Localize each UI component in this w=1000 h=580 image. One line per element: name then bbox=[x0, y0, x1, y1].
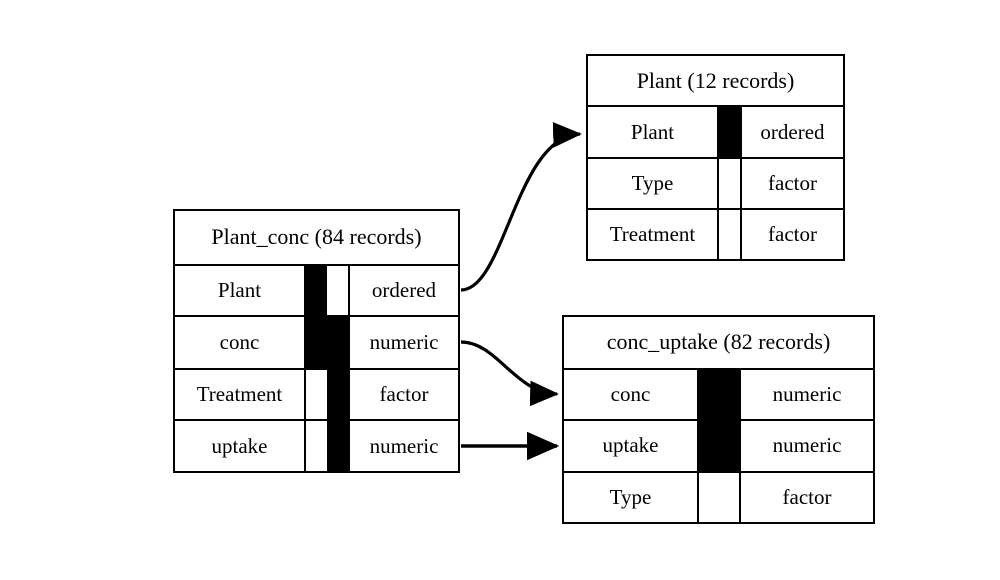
key-strength-bar bbox=[699, 472, 739, 522]
field-type-cell: ordered bbox=[740, 107, 843, 157]
bar-segment bbox=[306, 265, 327, 316]
table-conc-uptake[interactable]: conc_uptake (82 records) conc numeric up… bbox=[562, 315, 875, 524]
table-title-conc-uptake: conc_uptake (82 records) bbox=[564, 317, 873, 370]
bar-segment bbox=[719, 159, 740, 208]
table-row[interactable]: uptake numeric bbox=[175, 421, 458, 471]
key-strength-bar bbox=[306, 369, 348, 420]
table-row[interactable]: Plant ordered bbox=[175, 265, 458, 318]
field-name-cell: Type bbox=[564, 472, 699, 522]
table-row[interactable]: Treatment factor bbox=[588, 210, 843, 259]
field-name-text: Plant bbox=[217, 277, 262, 302]
field-type-cell: numeric bbox=[739, 369, 873, 419]
connector-conc-to-conc bbox=[460, 340, 559, 407]
field-type-text: ordered bbox=[371, 277, 437, 302]
table-row[interactable]: Plant ordered bbox=[588, 107, 843, 159]
table-plant-conc[interactable]: Plant_conc (84 records) Plant ordered co… bbox=[173, 209, 460, 473]
field-name-text: conc bbox=[219, 329, 260, 354]
connector-plant-to-plant bbox=[460, 122, 582, 292]
field-type-cell: factor bbox=[740, 210, 843, 259]
field-name-text: uptake bbox=[602, 433, 659, 458]
field-type-cell: factor bbox=[348, 369, 458, 420]
field-type-cell: numeric bbox=[348, 421, 458, 471]
field-type-text: factor bbox=[768, 222, 817, 246]
field-name-text: Type bbox=[631, 171, 674, 195]
field-type-text: numeric bbox=[369, 433, 439, 458]
field-name-cell: Plant bbox=[175, 265, 306, 316]
table-row[interactable]: Treatment factor bbox=[175, 369, 458, 422]
bar-segment bbox=[327, 421, 348, 471]
bar-segment bbox=[699, 421, 739, 471]
bar-segment bbox=[699, 369, 739, 419]
field-type-text: numeric bbox=[369, 329, 439, 354]
field-type-text: numeric bbox=[772, 433, 842, 458]
key-strength-bar bbox=[699, 421, 739, 471]
field-name-text: uptake bbox=[211, 433, 268, 458]
field-type-cell: factor bbox=[739, 472, 873, 522]
key-strength-bar bbox=[306, 421, 348, 471]
field-type-text: ordered bbox=[760, 119, 825, 144]
field-type-text: factor bbox=[782, 484, 832, 509]
table-title-text: Plant (12 records) bbox=[636, 67, 795, 93]
bar-segment bbox=[306, 421, 327, 471]
bar-segment bbox=[699, 472, 739, 522]
bar-segment bbox=[306, 369, 327, 420]
field-name-text: Treatment bbox=[196, 382, 283, 407]
field-type-text: factor bbox=[768, 171, 817, 195]
key-strength-bar bbox=[306, 317, 348, 368]
field-name-text: conc bbox=[610, 381, 651, 406]
field-type-cell: numeric bbox=[348, 317, 458, 368]
key-strength-bar bbox=[719, 159, 740, 208]
table-plant[interactable]: Plant (12 records) Plant ordered Type fa… bbox=[586, 54, 845, 261]
bar-segment bbox=[719, 210, 740, 259]
key-strength-bar bbox=[719, 107, 740, 157]
table-title-plant: Plant (12 records) bbox=[588, 56, 843, 107]
field-name-cell: conc bbox=[175, 317, 306, 368]
field-type-text: numeric bbox=[772, 381, 842, 406]
bar-segment bbox=[327, 369, 348, 420]
field-name-cell: uptake bbox=[564, 421, 699, 471]
field-name-text: Type bbox=[609, 484, 652, 509]
key-strength-bar bbox=[306, 265, 348, 316]
field-name-cell: Type bbox=[588, 159, 719, 208]
field-type-cell: ordered bbox=[348, 265, 458, 316]
key-strength-bar bbox=[699, 369, 739, 419]
bar-segment bbox=[306, 317, 327, 368]
field-type-text: factor bbox=[379, 382, 429, 407]
table-row[interactable]: Type factor bbox=[588, 159, 843, 210]
field-type-cell: numeric bbox=[739, 421, 873, 471]
field-name-cell: Treatment bbox=[588, 210, 719, 259]
table-row[interactable]: conc numeric bbox=[175, 317, 458, 370]
field-name-cell: Treatment bbox=[175, 369, 306, 420]
bar-segment bbox=[327, 265, 348, 316]
table-row[interactable]: conc numeric bbox=[564, 369, 873, 421]
table-title-text: Plant_conc (84 records) bbox=[211, 224, 422, 250]
field-type-cell: factor bbox=[740, 159, 843, 208]
field-name-cell: Plant bbox=[588, 107, 719, 157]
field-name-cell: uptake bbox=[175, 421, 306, 471]
key-strength-bar bbox=[719, 210, 740, 259]
field-name-text: Plant bbox=[630, 119, 675, 144]
table-title-text: conc_uptake (82 records) bbox=[606, 329, 831, 355]
bar-segment bbox=[327, 317, 348, 368]
field-name-text: Treatment bbox=[609, 222, 696, 246]
table-title-plant-conc: Plant_conc (84 records) bbox=[175, 211, 458, 266]
table-row[interactable]: uptake numeric bbox=[564, 421, 873, 473]
field-name-cell: conc bbox=[564, 369, 699, 419]
bar-segment bbox=[719, 107, 740, 157]
table-row[interactable]: Type factor bbox=[564, 472, 873, 522]
